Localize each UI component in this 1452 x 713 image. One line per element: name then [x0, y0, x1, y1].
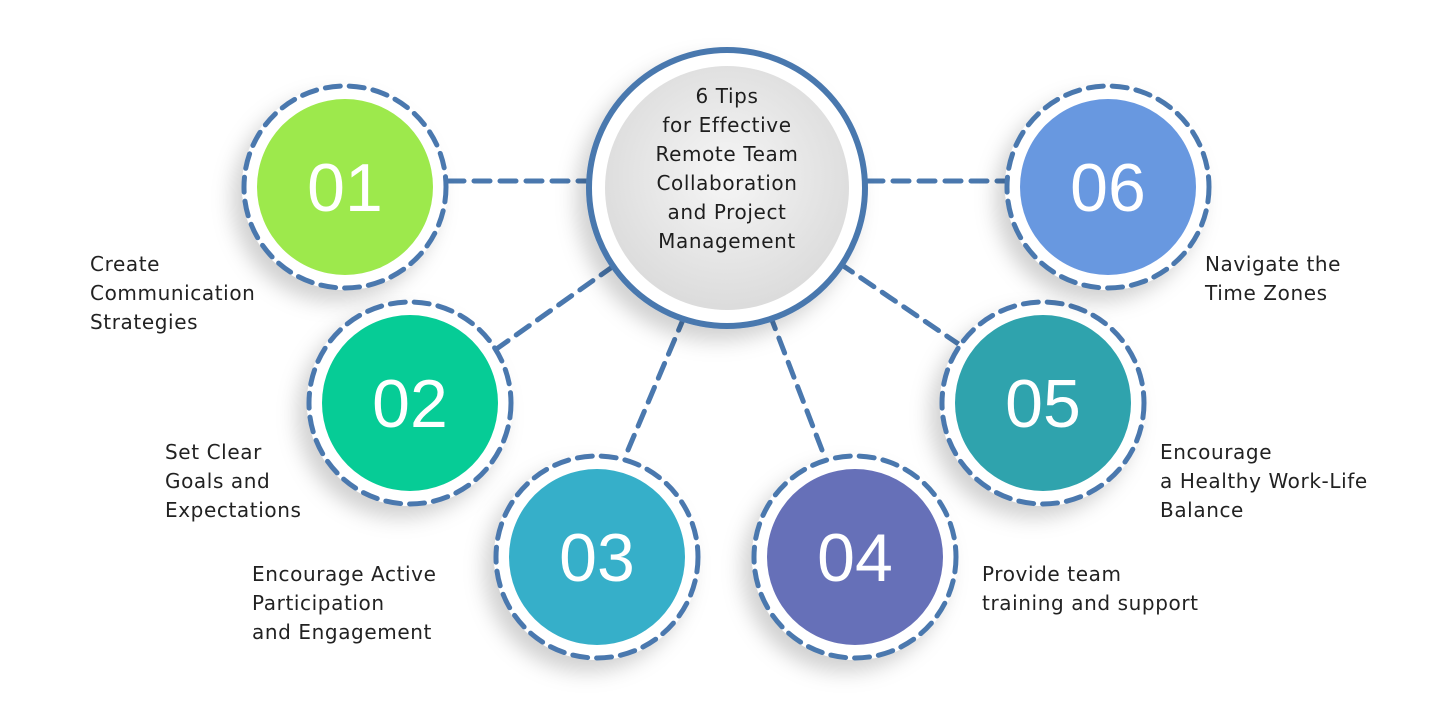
connector-04: [767, 312, 825, 453]
circle-fill: [955, 315, 1131, 491]
tip-label-02: Set Clear Goals and Expectations: [165, 438, 302, 525]
tip-number: 03: [559, 520, 635, 596]
center-circle: [586, 47, 868, 329]
title-line: 6 Tips: [695, 84, 759, 108]
label-line: Encourage Active: [252, 562, 437, 586]
title-line: for Effective: [662, 113, 792, 137]
label-line: Encourage: [1160, 440, 1273, 464]
label-line: and Engagement: [252, 620, 432, 644]
label-line: Strategies: [90, 310, 199, 334]
dashed-ring: [241, 83, 449, 291]
label-line: Balance: [1160, 498, 1244, 522]
dashed-ring: [939, 299, 1147, 507]
title-line: Management: [658, 229, 796, 253]
tip-circle-02: 02: [306, 299, 514, 507]
title-line: Collaboration: [656, 171, 798, 195]
tip-circle-06: 06: [1004, 83, 1212, 291]
tip-circle-01: 01: [241, 83, 449, 291]
title-line: and Project: [667, 200, 787, 224]
connector-05: [839, 262, 963, 348]
tip-circle-03: 03: [493, 453, 701, 661]
connector-02: [492, 262, 618, 353]
label-line: Time Zones: [1205, 281, 1328, 305]
dashed-ring: [306, 299, 514, 507]
label-line: training and support: [982, 591, 1199, 615]
tip-label-06: Navigate the Time Zones: [1205, 250, 1341, 308]
circle-fill: [509, 469, 685, 645]
title-line: Remote Team: [655, 142, 799, 166]
tip-label-05: Encourage a Healthy Work-Life Balance: [1160, 438, 1368, 525]
label-line: Expectations: [165, 498, 302, 522]
circle-fill: [322, 315, 498, 491]
tip-number: 05: [1005, 366, 1081, 442]
connector-03: [625, 312, 688, 453]
dashed-ring: [751, 453, 959, 661]
circle-fill: [257, 99, 433, 275]
label-line: Goals and: [165, 469, 271, 493]
circle-fill: [1020, 99, 1196, 275]
tip-number: 06: [1070, 150, 1146, 226]
tip-number: 02: [372, 366, 448, 442]
tip-label-01: Create Communication Strategies: [90, 250, 255, 337]
label-line: Provide team: [982, 562, 1122, 586]
dashed-ring: [493, 453, 701, 661]
label-line: Create: [90, 252, 161, 276]
label-line: Participation: [252, 591, 385, 615]
label-line: Communication: [90, 281, 256, 305]
tip-circle-05: 05: [939, 299, 1147, 507]
diagram-title: 6 Tips for Effective Remote Team Collabo…: [607, 82, 847, 256]
dashed-ring: [1004, 83, 1212, 291]
tip-circle-04: 04: [751, 453, 959, 661]
label-line: a Healthy Work-Life: [1160, 469, 1368, 493]
tip-label-03: Encourage Active Participation and Engag…: [252, 560, 437, 647]
tip-number: 01: [307, 150, 383, 226]
tip-label-04: Provide team training and support: [982, 560, 1199, 618]
circle-fill: [767, 469, 943, 645]
label-line: Navigate the: [1205, 252, 1342, 276]
label-line: Set Clear: [165, 440, 262, 464]
tip-number: 04: [817, 520, 893, 596]
